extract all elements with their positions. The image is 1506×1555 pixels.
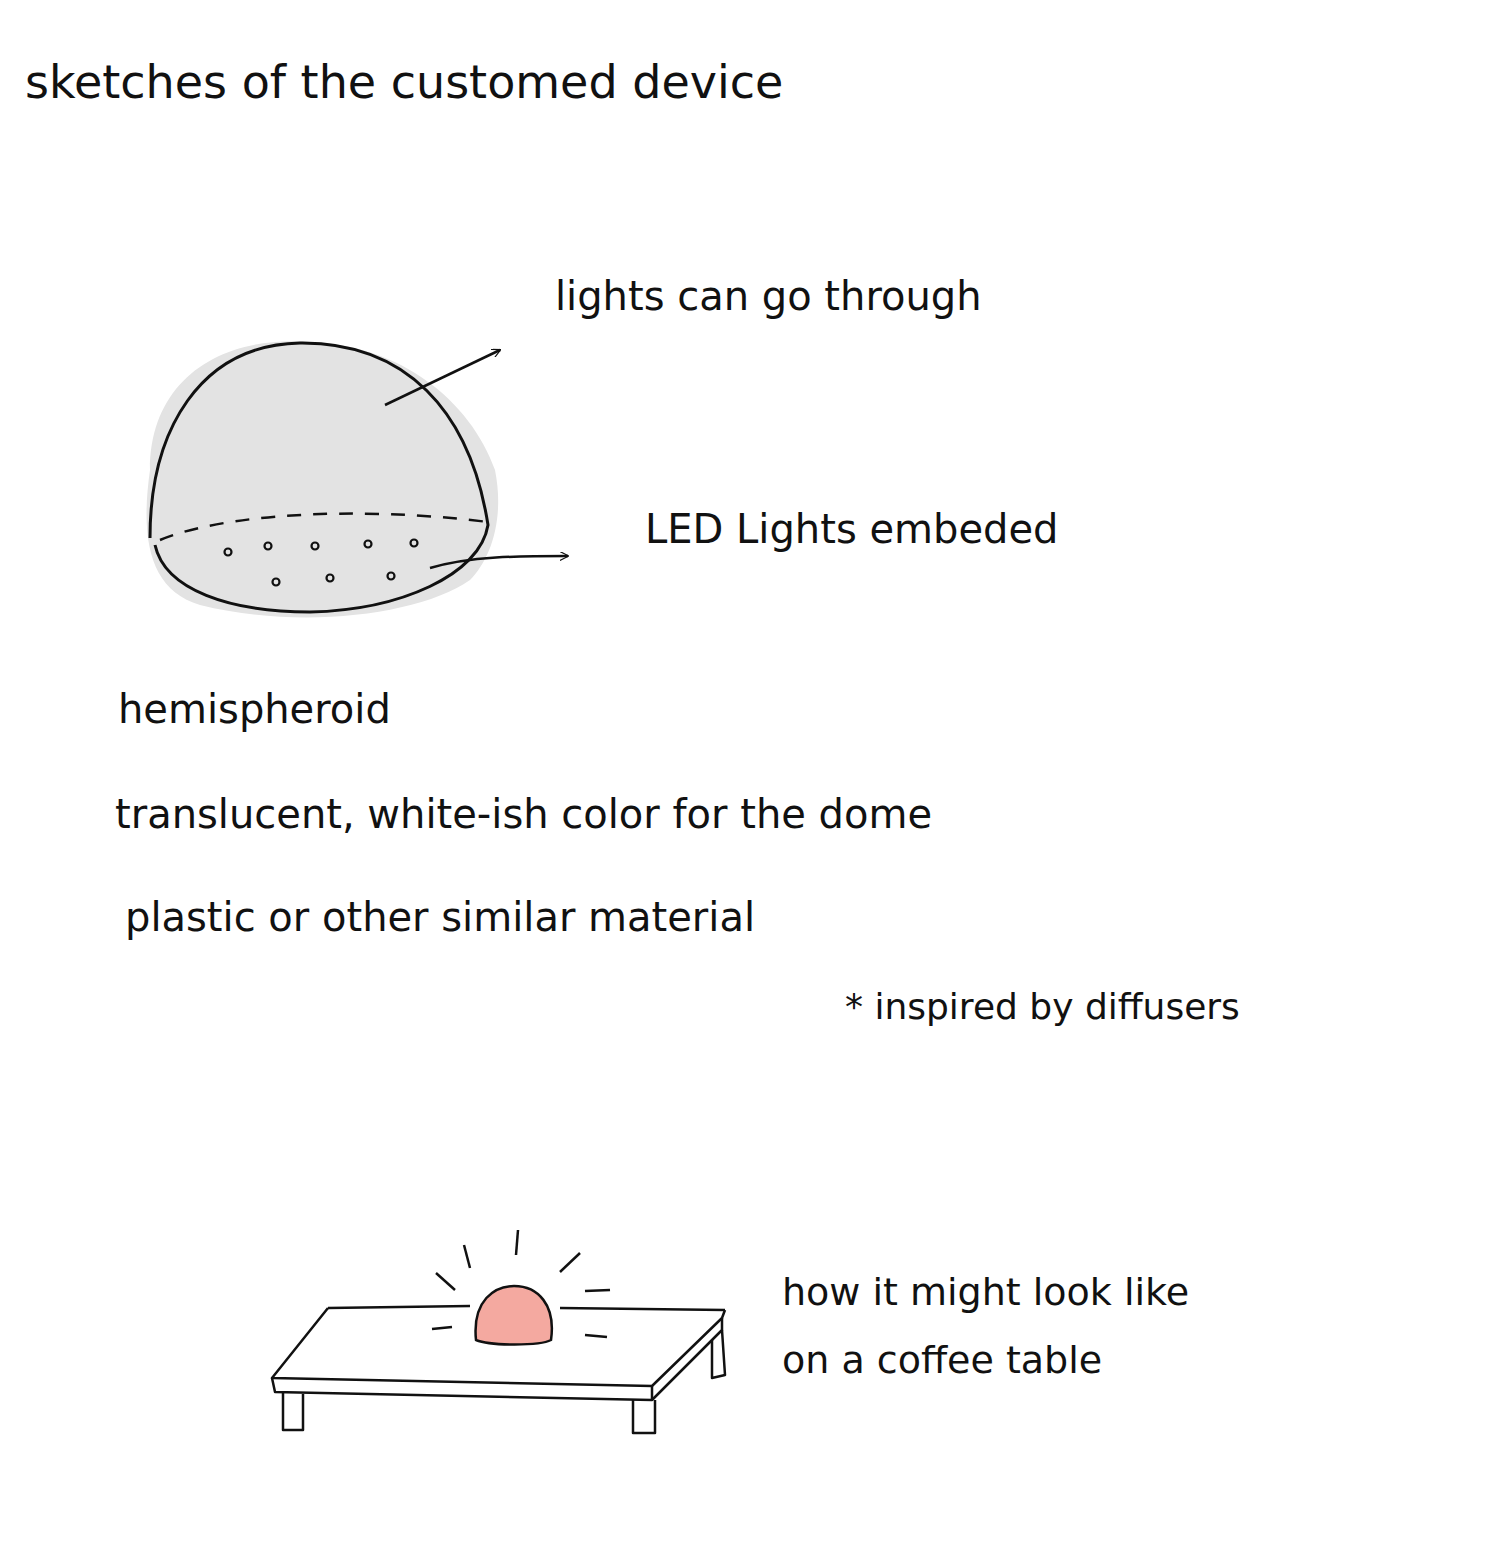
glowing-dome <box>476 1286 552 1345</box>
annotation-note: plastic or other similar material <box>125 893 1225 941</box>
annotation-note: how it might look like on a coffee table <box>782 1258 1222 1395</box>
dome-shading <box>147 341 499 617</box>
annotation-note: LED Lights embeded <box>645 505 1345 553</box>
annotation-note: translucent, white-ish color for the dom… <box>115 790 1365 838</box>
annotation-note: lights can go through <box>555 272 1255 320</box>
dome-outline <box>150 343 488 612</box>
leader-arrow <box>385 350 500 405</box>
light-rays <box>432 1230 610 1337</box>
annotation-note: * inspired by diffusers <box>845 985 1465 1028</box>
led-dots <box>225 540 418 586</box>
dome-dashed-rim <box>160 514 488 540</box>
annotation-note: hemispheroid <box>118 685 818 733</box>
sketch-title: sketches of the customed device <box>25 55 783 110</box>
leader-arrow <box>430 556 568 568</box>
